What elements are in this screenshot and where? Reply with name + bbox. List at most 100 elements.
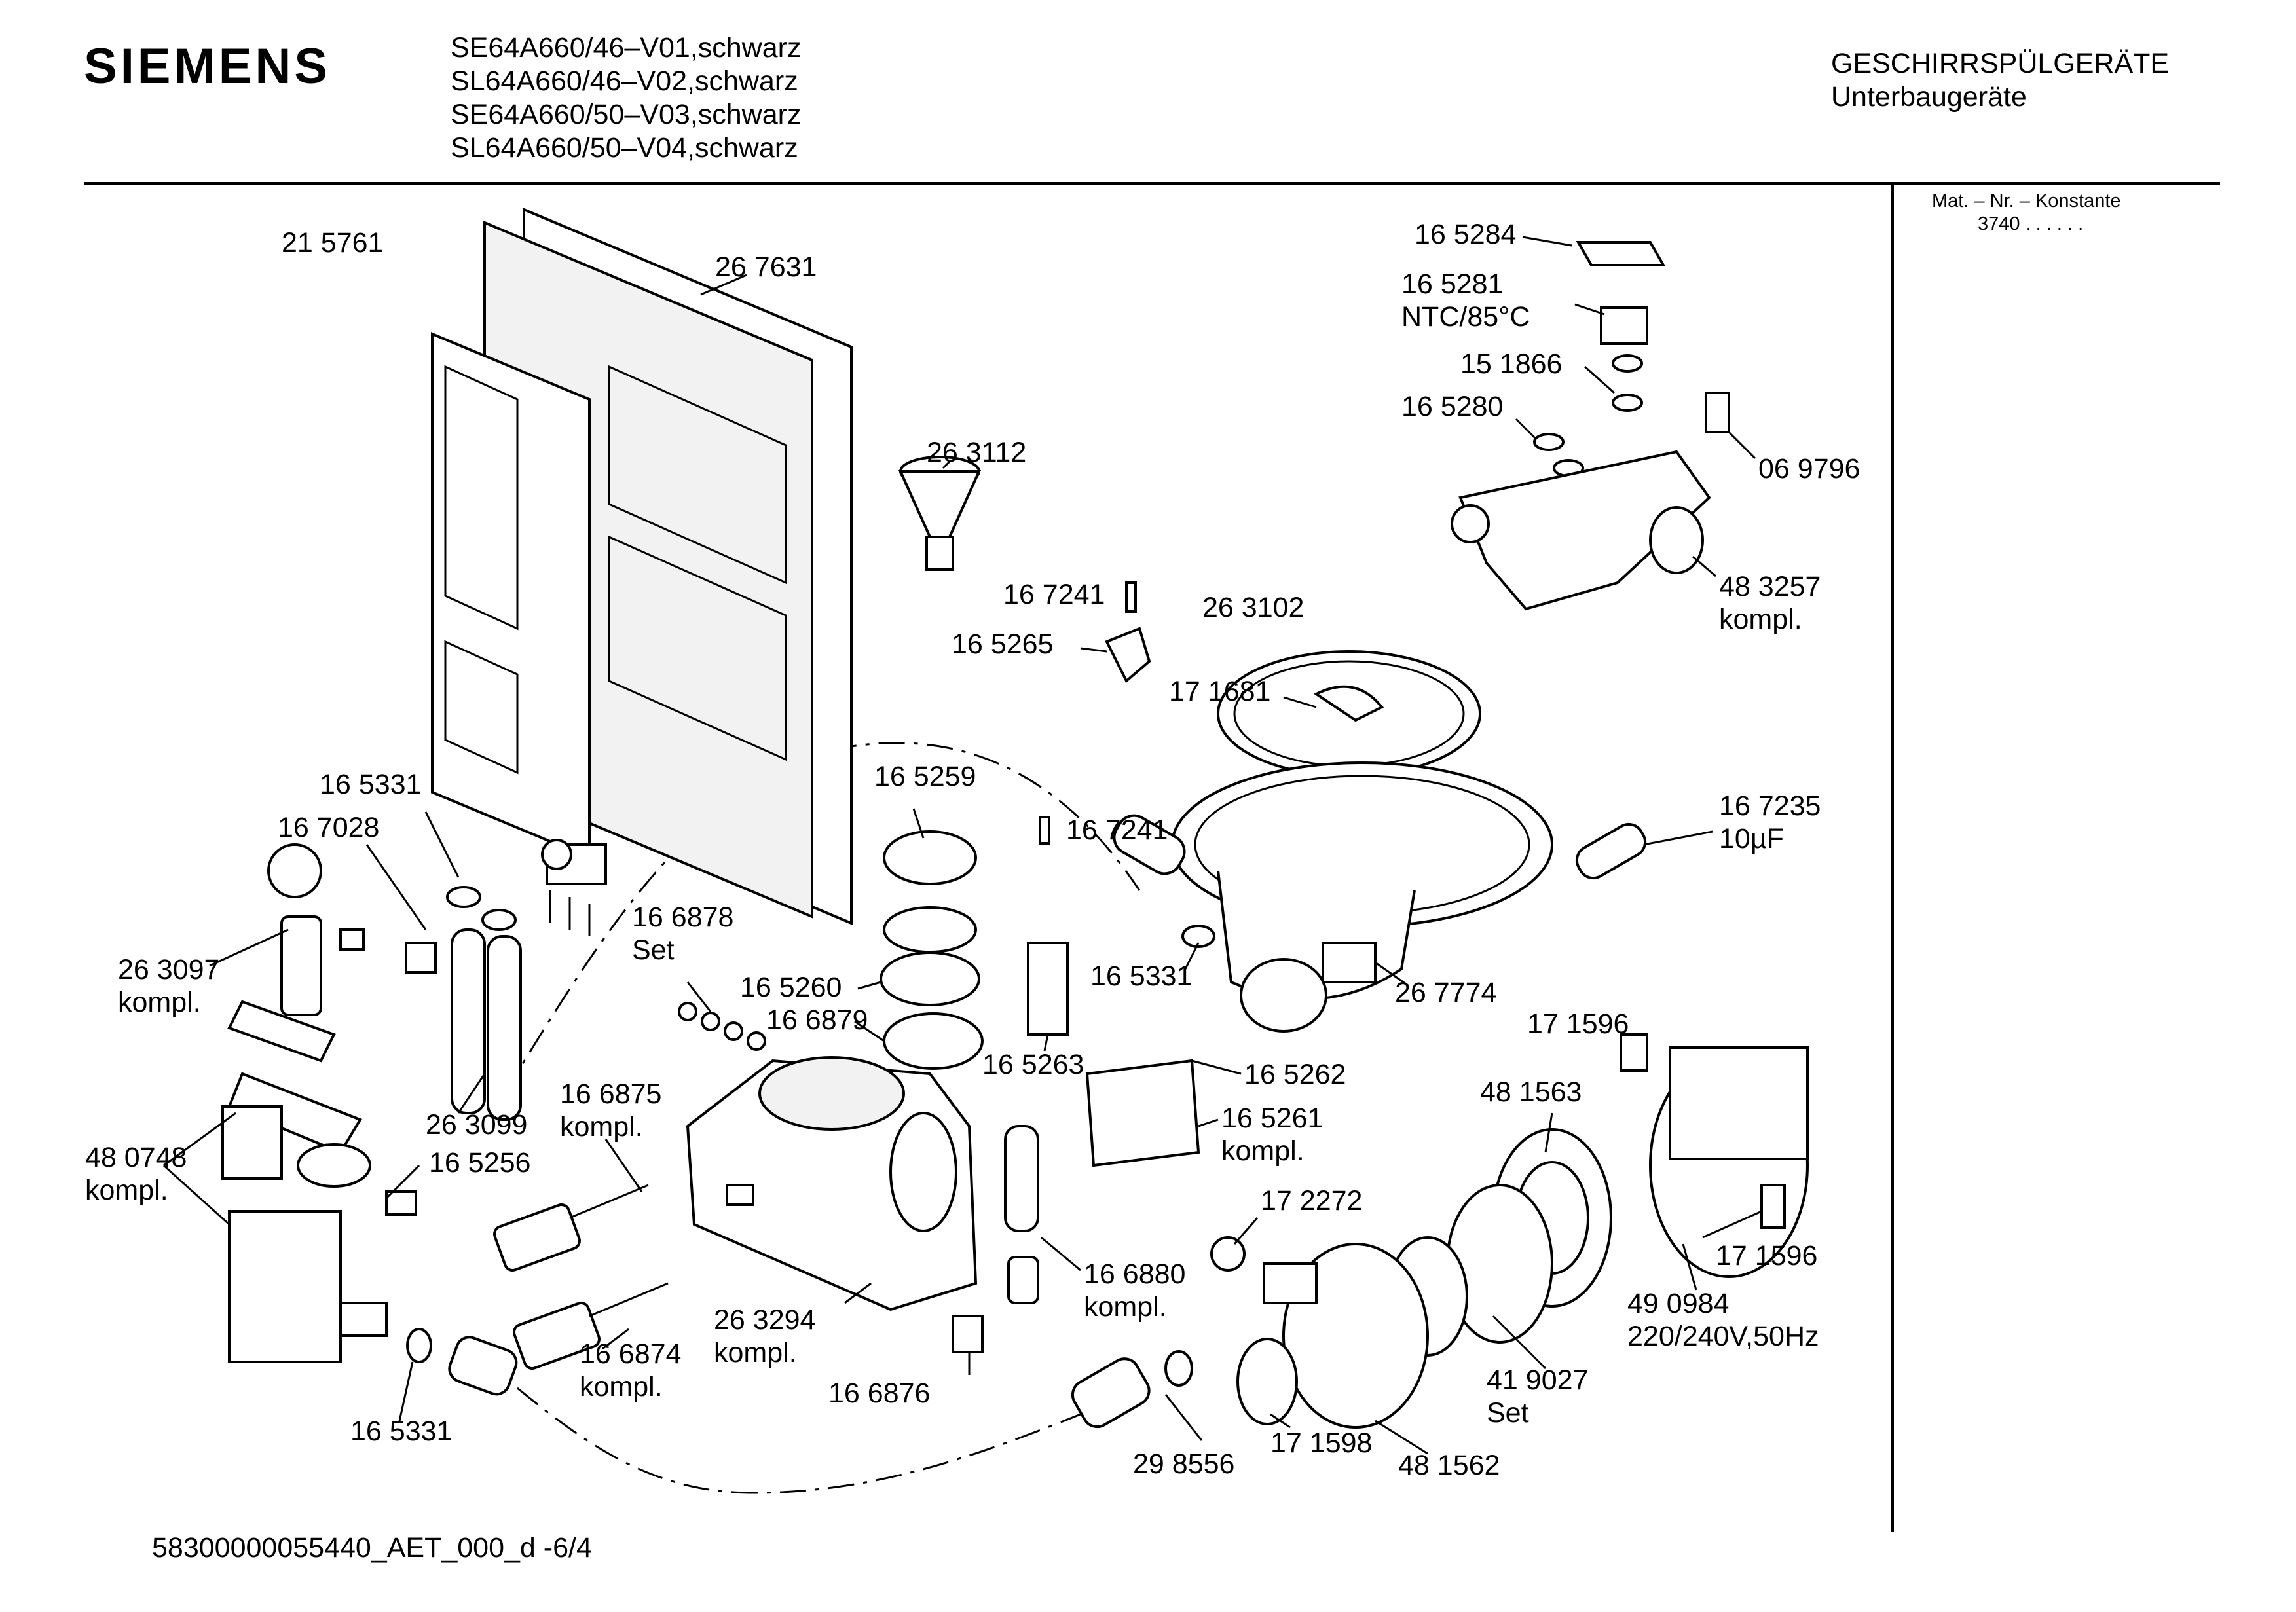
funnel-part: [898, 456, 982, 571]
water-path-line: [503, 742, 1141, 1094]
part-label: 17 1596: [1716, 1240, 1817, 1272]
leader-lines: [162, 236, 1762, 1455]
part-label: 16 6876: [828, 1378, 930, 1409]
part-label: 17 1596: [1527, 1008, 1629, 1040]
part-label: kompl.: [714, 1337, 797, 1368]
model-list: SE64A660/46–V01,schwarz SL64A660/46–V02,…: [451, 31, 801, 165]
part-label: 15 1866: [1460, 348, 1562, 380]
part-label: 16 5265: [952, 629, 1053, 660]
brand-logo: SIEMENS: [84, 39, 331, 94]
seal-ring: [1164, 1350, 1193, 1387]
magnetic-valves: [493, 1184, 669, 1370]
part-label: 16 6879: [766, 1004, 868, 1036]
bracket-part: [1027, 942, 1069, 1036]
pump-switch-part: [1085, 1059, 1200, 1167]
model-line: SL64A660/46–V02,schwarz: [451, 65, 798, 97]
model-line: SE64A660/50–V03,schwarz: [451, 99, 802, 130]
clip-part: [952, 1315, 984, 1353]
part-label: 16 5261: [1221, 1103, 1323, 1134]
screw-part: [1039, 816, 1050, 845]
part-label: Set: [1487, 1397, 1529, 1429]
part-label: 17 2272: [1261, 1185, 1362, 1217]
sensor-assembly: [1451, 241, 1730, 611]
part-label: 17 1598: [1270, 1427, 1372, 1459]
material-constant: Mat. – Nr. – Konstante 3740 . . . . . .: [1932, 190, 2121, 236]
screw-part: [1125, 581, 1137, 613]
part-label: 16 5331: [320, 769, 421, 800]
part-label: 16 6880: [1084, 1258, 1185, 1290]
part-label: 26 3102: [1202, 592, 1304, 623]
part-label: 16 5262: [1244, 1059, 1346, 1090]
part-label: Set: [632, 934, 675, 966]
part-label: 16 5284: [1415, 219, 1516, 250]
part-label: kompl.: [580, 1371, 663, 1402]
part-label: 29 8556: [1133, 1448, 1234, 1480]
part-label: 48 3257: [1719, 571, 1821, 602]
circulation-pump: [1210, 1033, 1809, 1429]
part-label: 48 1563: [1480, 1076, 1582, 1108]
model-line: SE64A660/46–V01,schwarz: [451, 32, 802, 64]
part-label: 26 7631: [715, 251, 817, 283]
part-label: 26 7774: [1395, 977, 1496, 1008]
part-label: 16 5281: [1401, 268, 1503, 300]
part-label: 16 7241: [1003, 579, 1105, 610]
material-value: 3740 . . . . . .: [1978, 213, 2084, 234]
document-id: 58300000055440_AET_000_d -6/4: [152, 1532, 592, 1564]
inner-door-panel: [431, 207, 853, 936]
part-label: 16 7028: [278, 812, 379, 843]
part-label: 16 5331: [350, 1416, 452, 1447]
part-label: 26 3294: [714, 1304, 815, 1336]
drain-hose: [1071, 1357, 1151, 1429]
sump-assembly: [1171, 650, 1553, 1033]
part-label: 220/240V,50Hz: [1627, 1321, 1819, 1352]
part-label: 16 6878: [632, 902, 733, 933]
part-label: kompl.: [560, 1111, 643, 1143]
clip-part: [1105, 627, 1151, 684]
header-divider: [84, 182, 2220, 185]
part-label: 16 6875: [560, 1078, 661, 1110]
part-label: 16 5263: [982, 1049, 1084, 1080]
part-label: 26 3099: [426, 1109, 527, 1141]
part-label: NTC/85°C: [1401, 301, 1530, 333]
hose-springs: [446, 814, 1215, 1121]
part-label: 16 5260: [740, 972, 842, 1003]
part-label: kompl.: [1719, 604, 1802, 635]
drain-hose: [448, 1336, 518, 1396]
part-label: 16 5280: [1401, 391, 1503, 422]
category-block: GESCHIRRSPÜLGERÄTE Unterbaugeräte: [1831, 47, 2169, 114]
part-label: 26 3112: [927, 437, 1026, 468]
part-label: kompl.: [118, 987, 201, 1018]
water-softener-container: [686, 1056, 978, 1311]
part-label: 17 1681: [1169, 676, 1270, 707]
part-label: 16 5331: [1090, 961, 1192, 992]
rinse-aid-part: [1004, 1125, 1039, 1232]
part-label: kompl.: [85, 1175, 168, 1206]
rinse-aid-part: [1007, 1256, 1039, 1304]
category-title: GESCHIRRSPÜLGERÄTE: [1831, 48, 2170, 79]
part-label: 21 5761: [282, 227, 383, 259]
part-label: 16 5256: [429, 1147, 530, 1179]
part-label: 49 0984: [1627, 1288, 1729, 1319]
inlet-valve-assembly: [221, 843, 437, 1363]
part-label: kompl.: [1221, 1135, 1305, 1167]
part-label: 16 5259: [874, 761, 976, 792]
part-labels: 21 5761 26 7631 26 3112 16 5284 16 5281 …: [85, 219, 1860, 1481]
part-label: 16 7235: [1719, 790, 1821, 822]
part-label: 16 7241: [1066, 815, 1168, 846]
drain-path-line: [517, 1387, 1081, 1494]
part-label: 48 1562: [1398, 1450, 1500, 1481]
capacitor-part: [1575, 822, 1647, 880]
part-label: 41 9027: [1487, 1365, 1588, 1396]
material-label: Mat. – Nr. – Konstante: [1932, 191, 2121, 211]
part-label: 06 9796: [1758, 453, 1860, 485]
part-label: 26 3097: [118, 954, 219, 985]
part-label: 10µF: [1719, 823, 1784, 854]
seal-ring: [406, 1328, 432, 1363]
sidebar-divider: [1891, 183, 1894, 1532]
category-subtitle: Unterbaugeräte: [1831, 81, 2027, 113]
part-label: kompl.: [1084, 1291, 1167, 1323]
part-label: 16 6874: [580, 1338, 681, 1370]
filter-rings: [678, 830, 984, 1070]
part-label: 48 0748: [85, 1142, 187, 1173]
